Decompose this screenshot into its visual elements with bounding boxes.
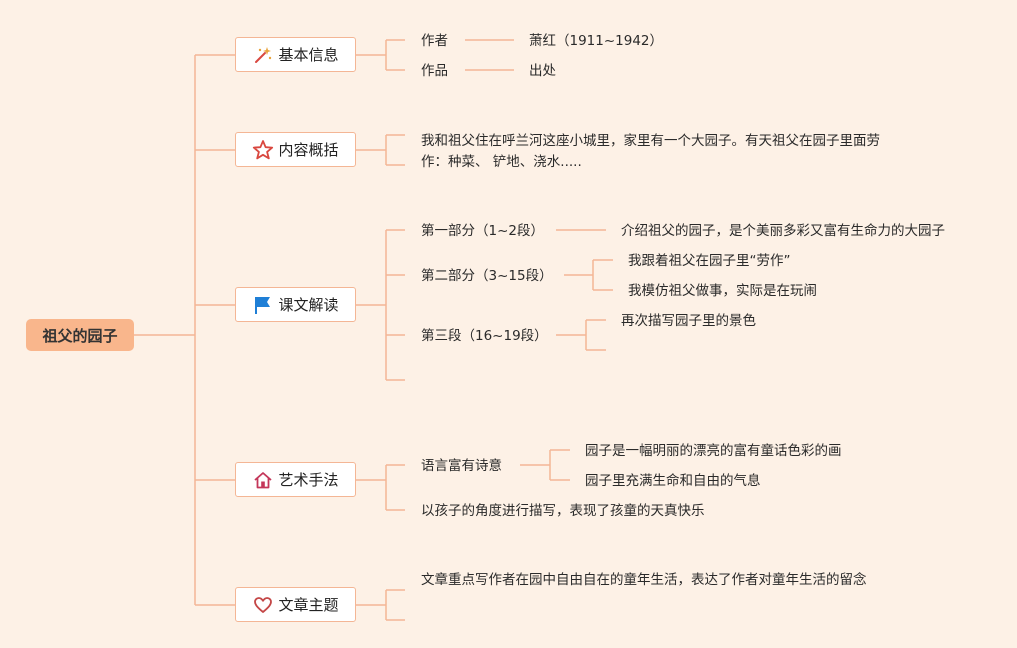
part1-detail: 介绍祖父的园子，是个美丽多彩又富有生命力的大园子 — [621, 223, 945, 239]
branch-basic-info[interactable]: 基本信息 — [235, 37, 356, 72]
part2-detail-1: 我跟着祖父在园子里“劳作” — [628, 253, 791, 269]
root-node[interactable]: 祖父的园子 — [26, 319, 134, 351]
branch-art-techniques[interactable]: 艺术手法 — [235, 462, 356, 497]
heart-icon — [252, 594, 274, 616]
work-label: 作品 — [421, 63, 448, 79]
branch-text-interpretation[interactable]: 课文解读 — [235, 287, 356, 322]
star-icon — [252, 139, 274, 161]
branch-label: 文章主题 — [278, 596, 339, 614]
poetic-detail-2: 园子里充满生命和自由的气息 — [585, 473, 761, 489]
house-icon — [252, 469, 274, 491]
author-label: 作者 — [421, 33, 448, 49]
theme-text: 文章重点写作者在园中自由自在的童年生活，表达了作者对童年生活的留念 — [421, 572, 867, 588]
part3-detail: 再次描写园子里的景色 — [621, 313, 756, 329]
part2-label: 第二部分（3~15段） — [421, 268, 553, 284]
poetic-detail-1: 园子是一幅明丽的漂亮的富有童话色彩的画 — [585, 443, 842, 459]
work-value: 出处 — [529, 63, 556, 79]
flag-icon — [252, 294, 274, 316]
branch-label: 艺术手法 — [278, 471, 339, 489]
branch-article-theme[interactable]: 文章主题 — [235, 587, 356, 622]
part1-label: 第一部分（1~2段） — [421, 223, 544, 239]
branch-content-summary[interactable]: 内容概括 — [235, 132, 356, 167]
branch-label: 基本信息 — [278, 46, 339, 64]
summary-text: 我和祖父住在呼兰河这座小城里，家里有一个大园子。有天祖父在园子里面劳作：种菜、 … — [421, 133, 880, 170]
magic-wand-icon — [252, 44, 274, 66]
part3-label: 第三段（16~19段） — [421, 328, 548, 344]
poetic-label: 语言富有诗意 — [421, 458, 502, 474]
child-view-text: 以孩子的角度进行描写，表现了孩童的天真快乐 — [421, 503, 705, 519]
branch-label: 内容概括 — [278, 141, 339, 159]
author-value: 萧红（1911~1942） — [529, 33, 664, 49]
part2-detail-2: 我模仿祖父做事，实际是在玩闹 — [628, 283, 817, 299]
branch-label: 课文解读 — [278, 296, 339, 314]
